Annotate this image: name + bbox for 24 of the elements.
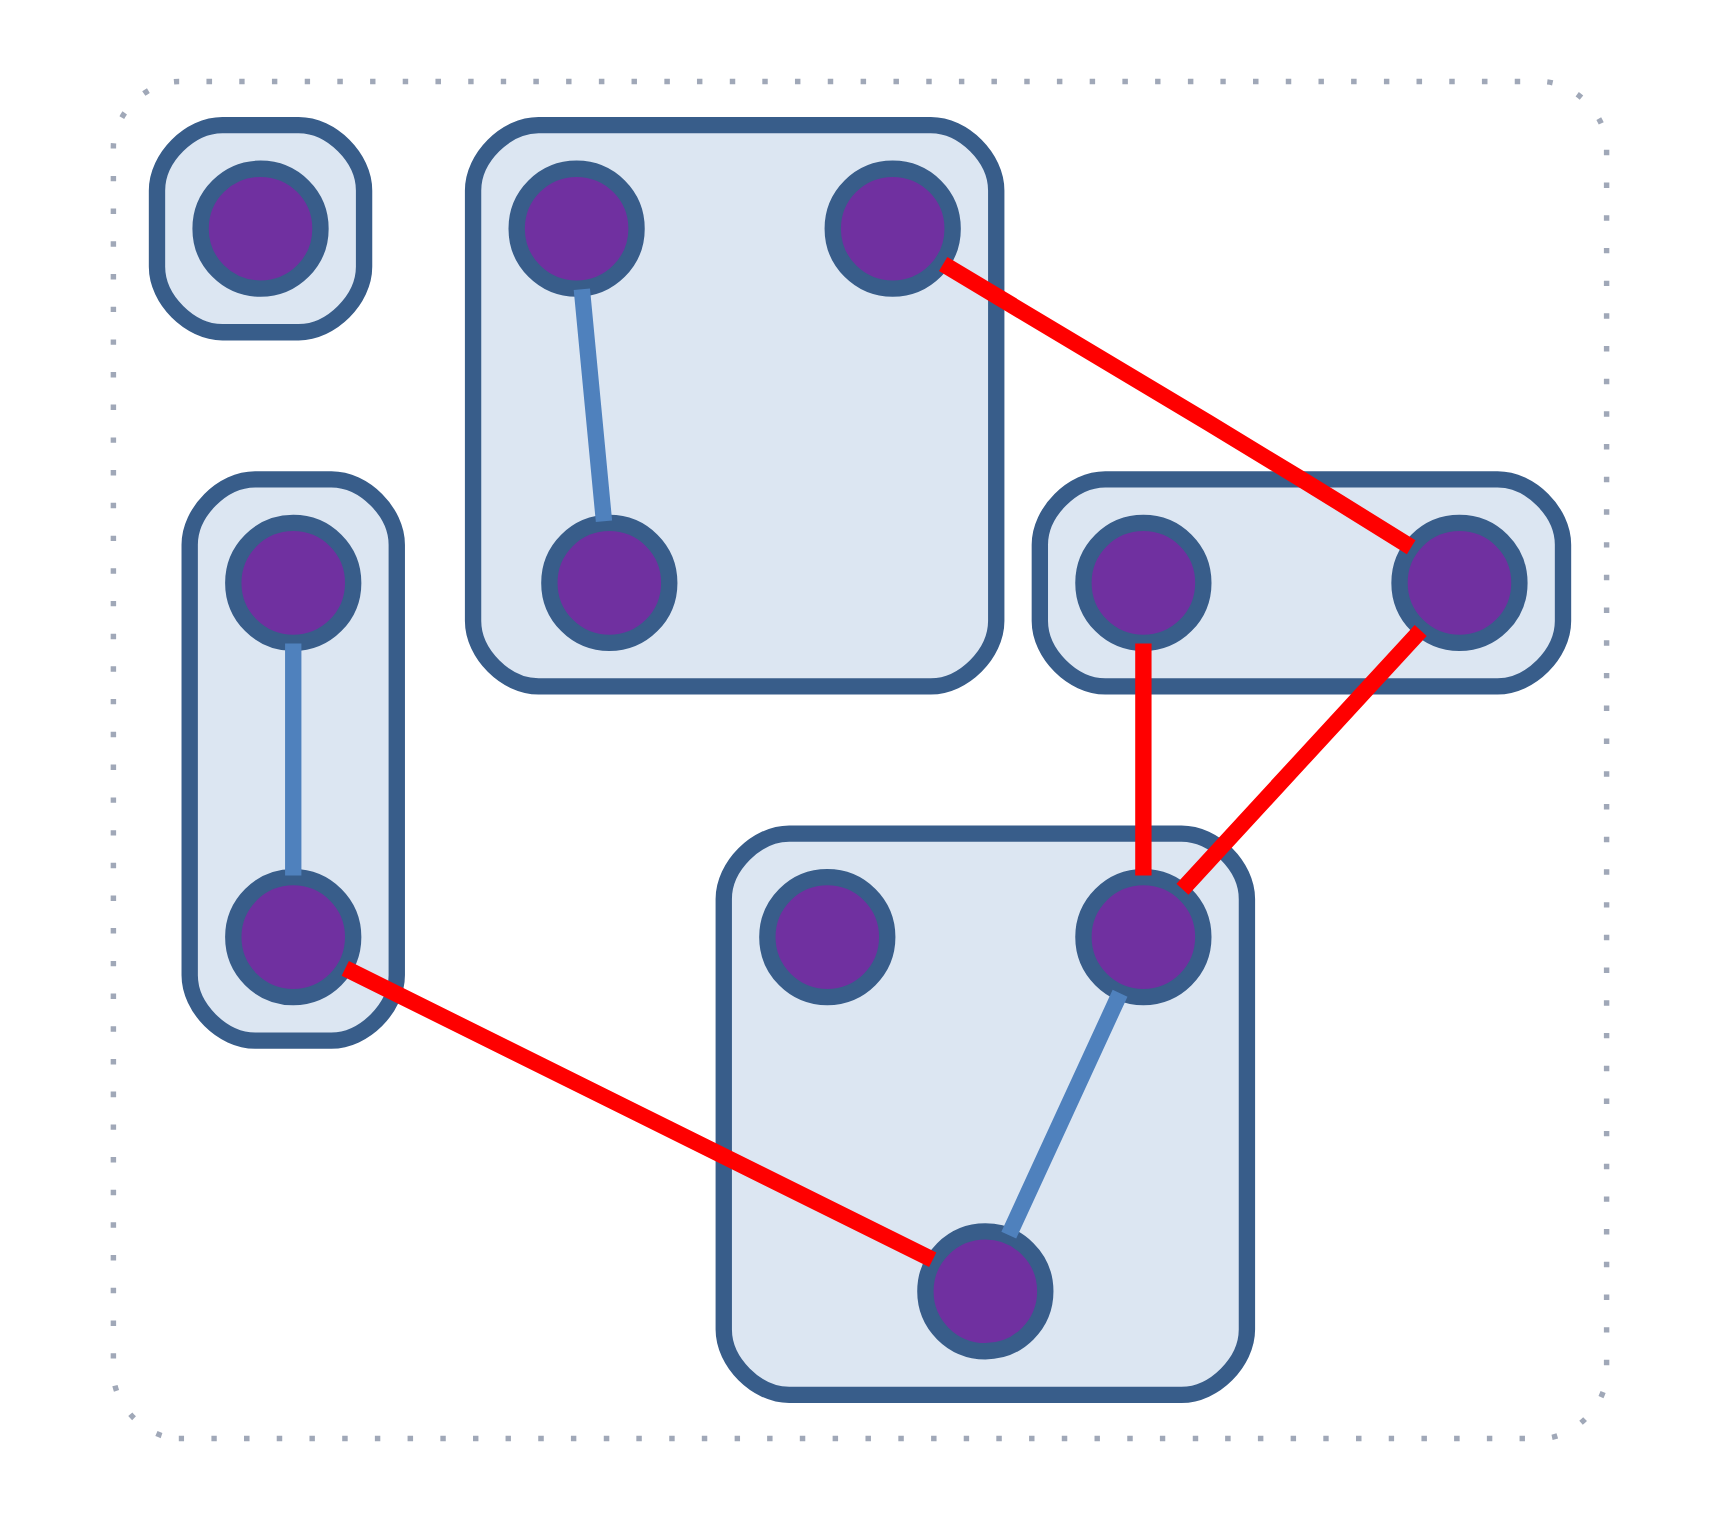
cluster	[148, 116, 373, 341]
connector	[1176, 624, 1427, 895]
connector	[939, 257, 1416, 555]
cluster	[1031, 471, 1572, 695]
cluster	[464, 116, 1005, 695]
node-circle	[759, 869, 896, 1006]
node-circle	[1391, 514, 1528, 651]
node-circle	[225, 514, 362, 651]
connector	[285, 643, 302, 876]
connector	[1135, 643, 1152, 876]
cluster	[110, 78, 1610, 1442]
connector	[341, 961, 937, 1268]
connector	[573, 288, 613, 522]
node-circle	[541, 514, 678, 651]
node-circle	[1075, 514, 1212, 651]
node-circle	[192, 160, 329, 297]
node-circle	[508, 160, 645, 297]
connector	[1001, 989, 1128, 1239]
cluster	[181, 471, 405, 1049]
node-circle	[824, 160, 961, 297]
node-circle	[917, 1223, 1054, 1360]
cluster	[715, 825, 1256, 1404]
node-circle	[225, 869, 362, 1006]
node-circle	[1075, 869, 1212, 1006]
